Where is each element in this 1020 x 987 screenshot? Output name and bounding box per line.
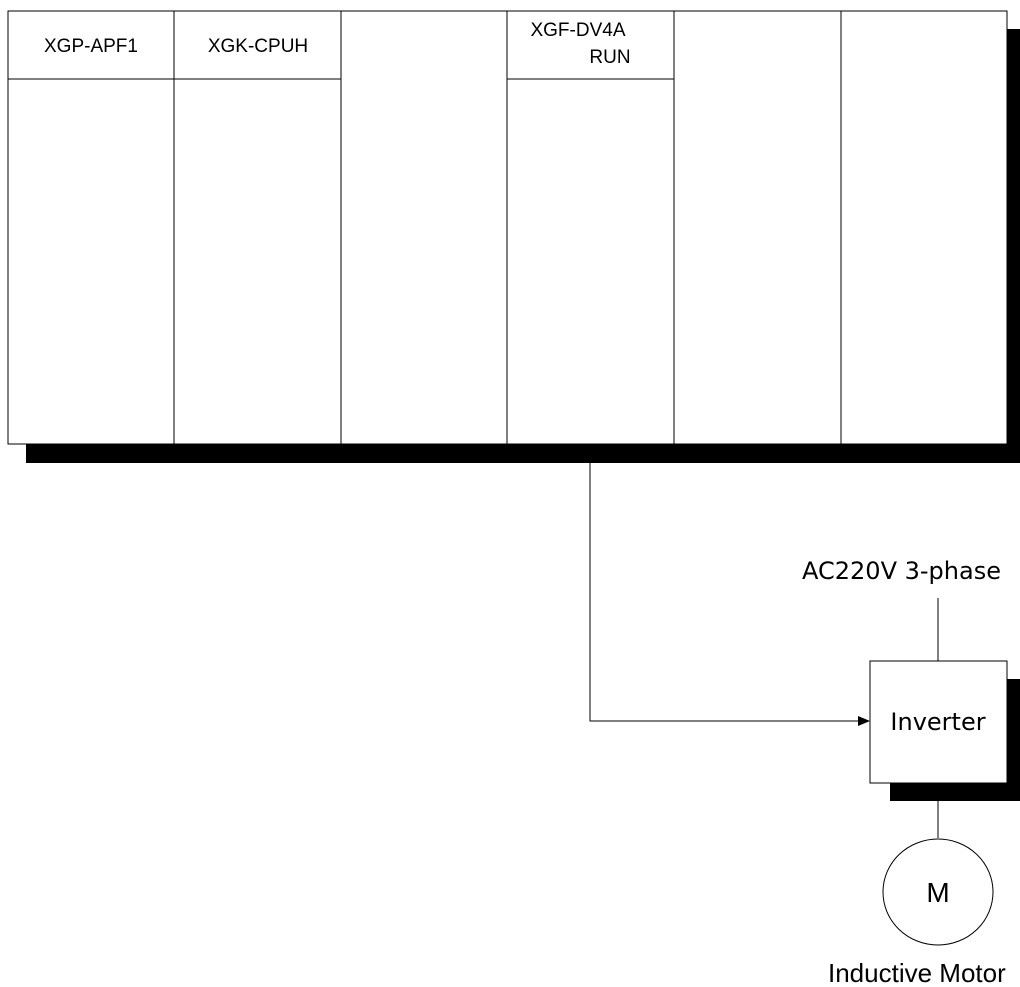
slot-4-status: RUN [589, 47, 630, 68]
motor-symbol: M [926, 877, 949, 908]
power-supply-label: AC220V 3-phase [802, 557, 1001, 585]
motor-caption: Inductive Motor [828, 958, 1006, 987]
inverter-box [869, 660, 1008, 784]
signal-arrowhead [858, 716, 870, 726]
slot-4-label: XGF-DV4A [530, 20, 625, 41]
signal-wire [589, 444, 862, 722]
motor-circle [882, 838, 994, 946]
slot-1-label: XGP-APF1 [44, 36, 138, 57]
slot-2-label: XGK-CPUH [208, 36, 308, 57]
inverter-label: Inverter [890, 708, 985, 736]
